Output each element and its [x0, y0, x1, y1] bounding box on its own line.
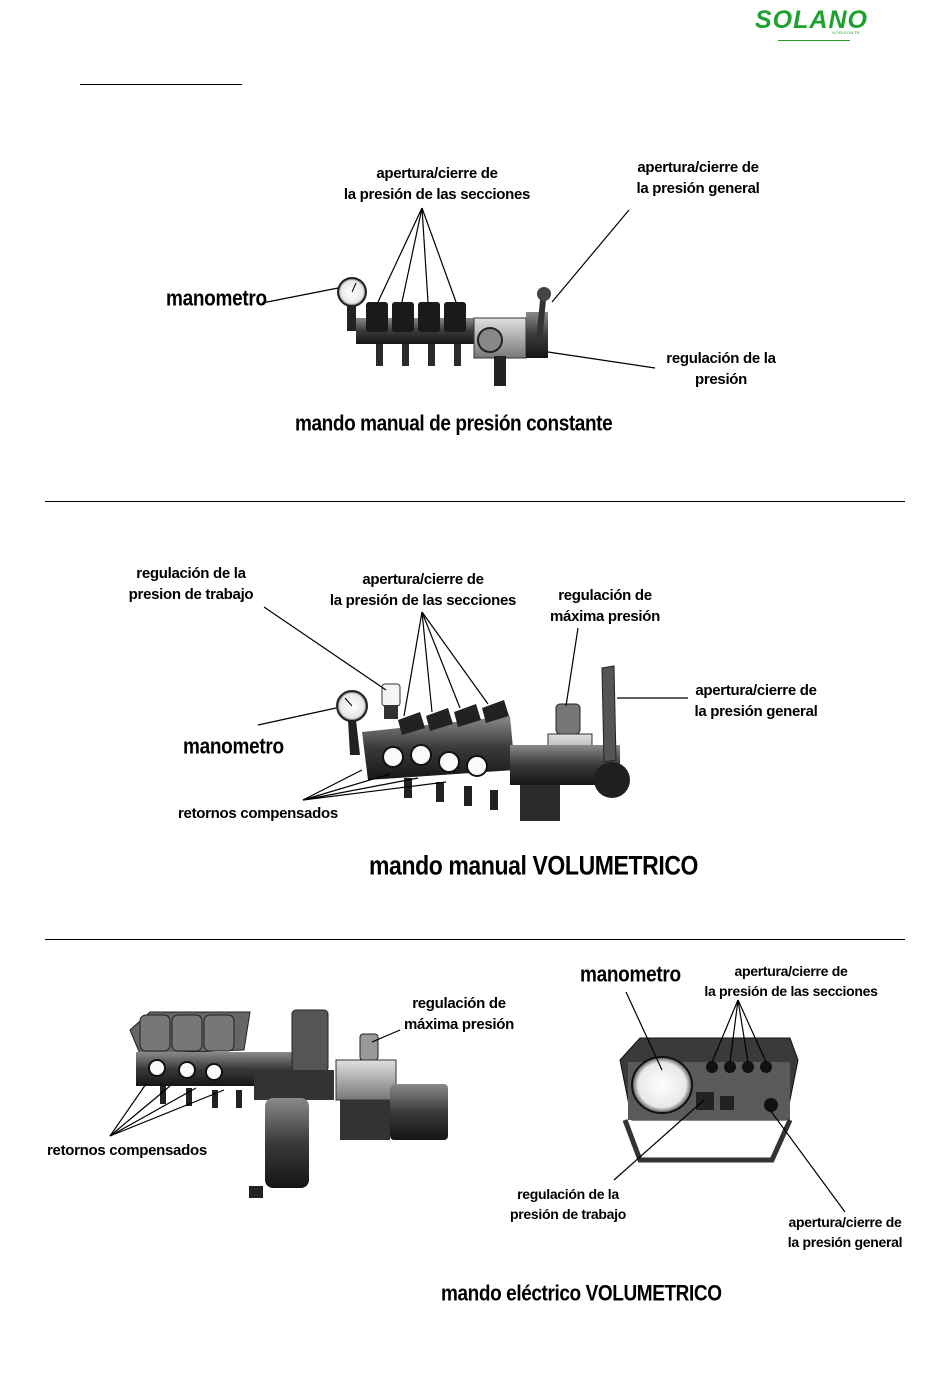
label-max-pressure-3: regulación de máxima presión — [390, 993, 528, 1035]
device-electric-volumetric — [129, 1009, 448, 1198]
logo-subtext: HORIZONTE — [832, 30, 861, 35]
label-line: la presión general — [694, 703, 818, 720]
label-gauge-2: manometro — [183, 735, 284, 760]
device-constant-pressure — [337, 277, 551, 386]
caption-electric-volumetric: mando eléctrico VOLUMETRICO — [441, 1282, 722, 1307]
label-general-pressure-2: apertura/cierre de la presión general — [683, 680, 829, 722]
logo-underline — [778, 40, 850, 41]
label-general-pressure-3: apertura/cierre de la presión general — [776, 1212, 914, 1252]
label-line: presión de trabajo — [510, 1206, 626, 1222]
label-sections-pressure-3: apertura/cierre de la presión de las sec… — [694, 961, 888, 1001]
leader-lines — [109, 207, 846, 1213]
caption-constant-pressure: mando manual de presión constante — [295, 412, 613, 437]
label-line: presión — [694, 371, 748, 388]
label-line: regulación de — [412, 995, 506, 1012]
section-divider-2 — [45, 939, 905, 940]
label-line: apertura/cierre de — [362, 571, 484, 588]
device-control-box — [619, 1037, 799, 1163]
label-line: la presión de las secciones — [704, 983, 878, 999]
caption-manual-volumetric: mando manual VOLUMETRICO — [369, 850, 699, 881]
label-gauge-3: manometro — [580, 963, 681, 988]
label-line: la presión general — [787, 1234, 903, 1250]
label-line: presion de trabajo — [128, 586, 254, 603]
label-compensated-returns-3: retornos compensados — [47, 1142, 207, 1159]
label-sections-pressure-2: apertura/cierre de la presión de las sec… — [317, 569, 529, 611]
label-line: regulación de la — [517, 1186, 619, 1202]
logo-text: SOLANO — [755, 6, 868, 34]
label-sections-pressure-1: apertura/cierre de la presión de las sec… — [330, 163, 544, 205]
label-line: regulación de — [558, 587, 652, 604]
section-divider-1 — [45, 501, 905, 502]
label-line: apertura/cierre de — [734, 963, 848, 979]
label-line: la presión de las secciones — [343, 186, 531, 203]
header-rule — [80, 84, 242, 85]
label-line: la presión de las secciones — [329, 592, 517, 609]
label-line: regulación de la — [666, 350, 776, 367]
label-working-pressure-3: regulación de la presión de trabajo — [500, 1184, 636, 1224]
label-pressure-regulation-1: regulación de la presión — [655, 348, 787, 390]
label-working-pressure-2: regulación de la presion de trabajo — [120, 563, 262, 605]
label-max-pressure-2: regulación de máxima presión — [538, 585, 672, 627]
label-line: apertura/cierre de — [695, 682, 817, 699]
label-compensated-returns-2: retornos compensados — [178, 805, 338, 822]
label-gauge-1: manometro — [166, 287, 267, 312]
label-line: apertura/cierre de — [637, 159, 759, 176]
label-line: máxima presión — [403, 1016, 514, 1033]
label-general-pressure-1: apertura/cierre de la presión general — [620, 157, 776, 199]
label-line: regulación de la — [136, 565, 246, 582]
label-line: apertura/cierre de — [788, 1214, 902, 1230]
label-line: la presión general — [636, 180, 760, 197]
label-line: máxima presión — [549, 608, 660, 625]
label-line: apertura/cierre de — [376, 165, 498, 182]
device-manual-volumetric — [336, 665, 630, 821]
